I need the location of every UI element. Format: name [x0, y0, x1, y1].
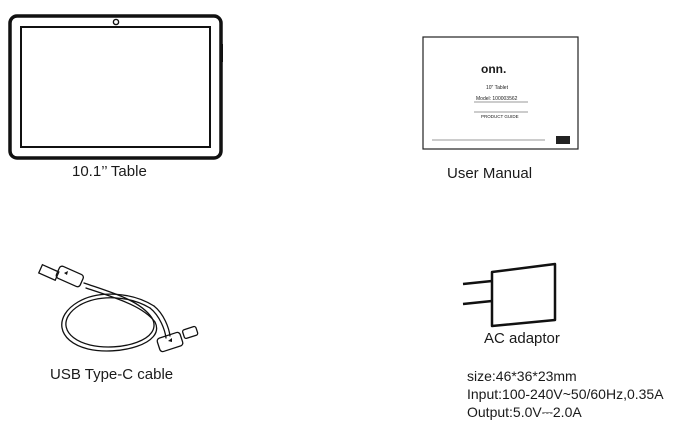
manual-product: 10" Tablet	[486, 85, 508, 91]
adaptor-input-spec: Input:100-240V~50/60Hz,0.35A	[467, 386, 664, 402]
manual-brand: onn.	[481, 62, 507, 76]
manual-model: Model: 100003562	[476, 96, 518, 102]
adaptor-size-spec: size:46*36*23mm	[467, 368, 577, 384]
manual-caption: User Manual	[447, 165, 533, 182]
manual-guide: PRODUCT GUIDE	[481, 114, 519, 119]
adaptor-caption: AC adaptor	[484, 330, 560, 347]
tablet-caption: 10.1’’ Table	[72, 163, 147, 180]
adaptor-output-spec: Output:5.0V⎓2.0A	[467, 404, 582, 420]
cable-caption: USB Type-C cable	[50, 366, 174, 383]
